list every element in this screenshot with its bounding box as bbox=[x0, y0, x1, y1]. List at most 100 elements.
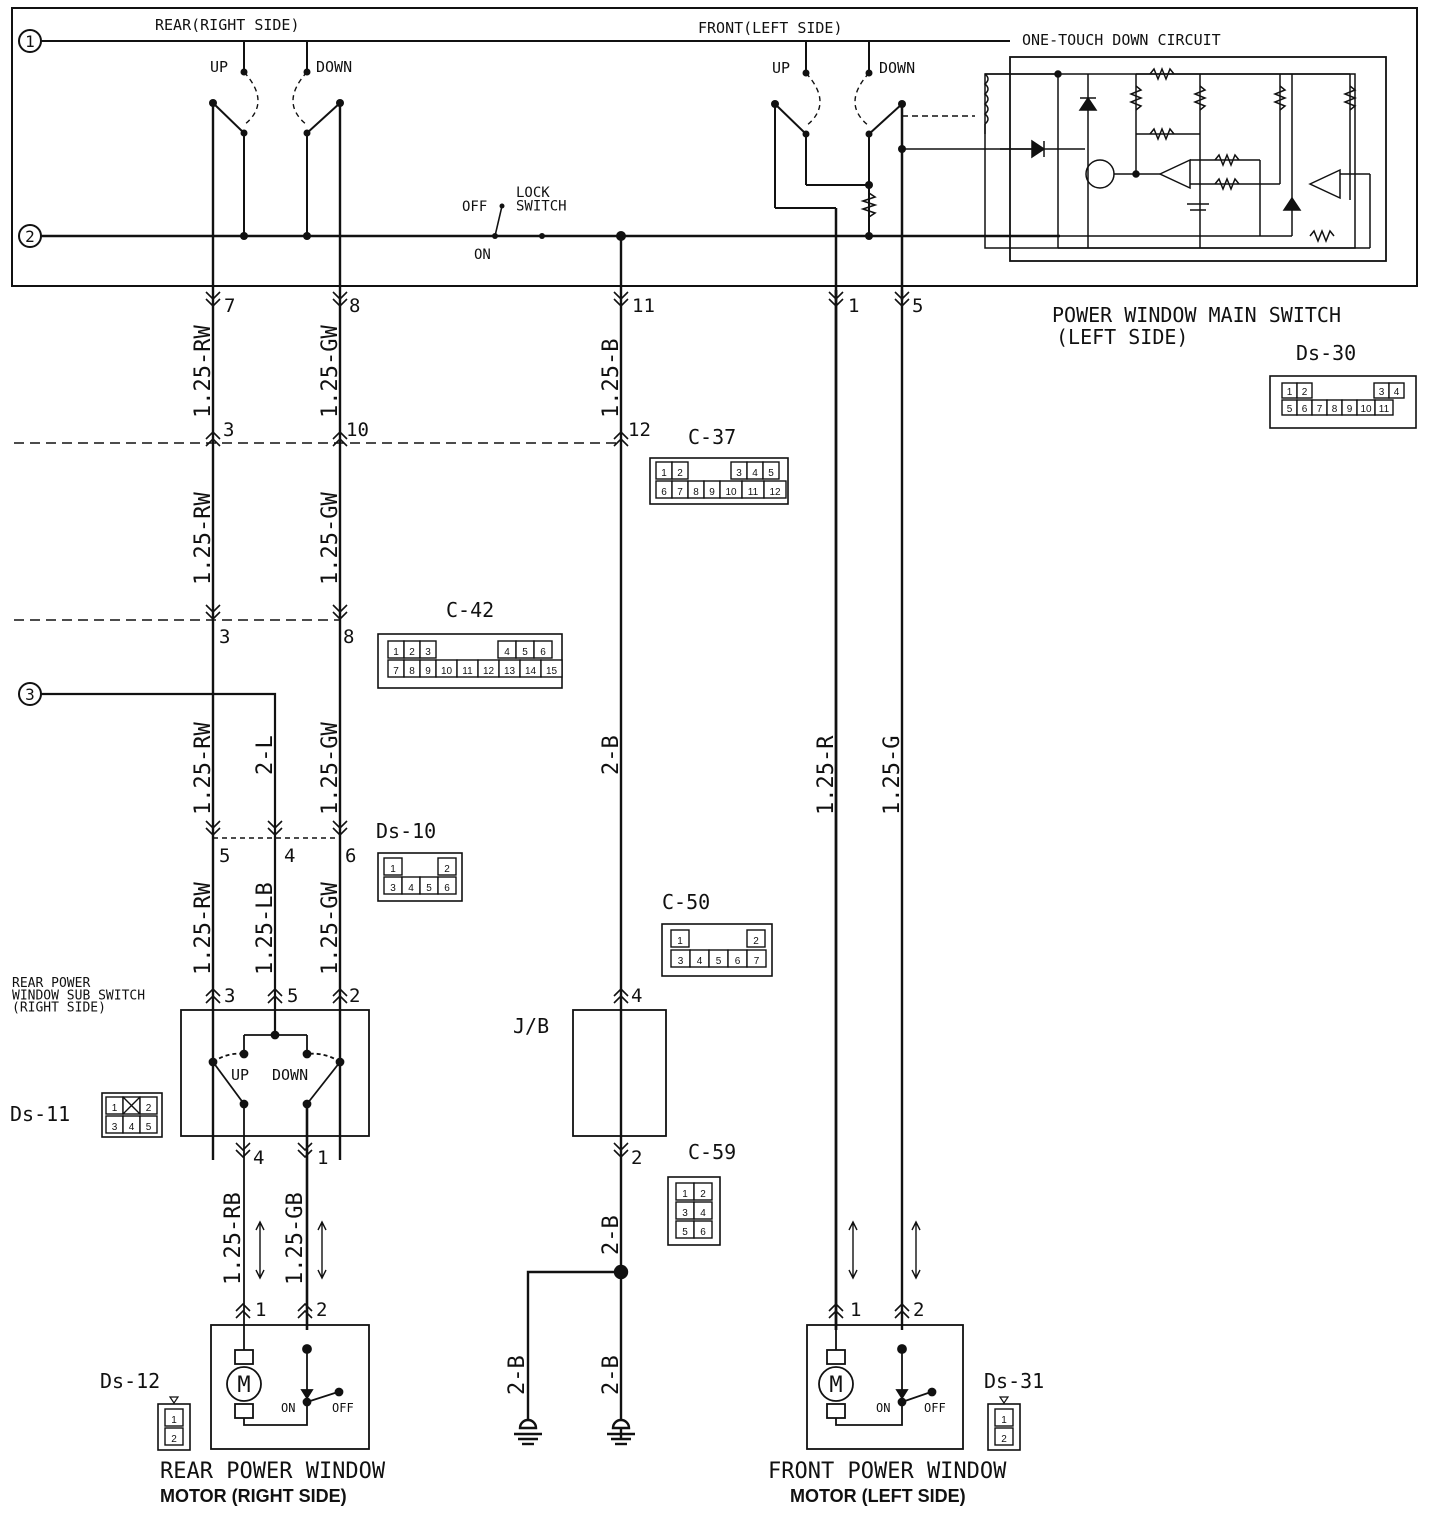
connector-pin-label: 7 bbox=[1317, 404, 1323, 415]
connector-pin-label: 1 bbox=[390, 864, 396, 875]
svg-text:4: 4 bbox=[253, 1147, 264, 1169]
connector-pin-label: 3 bbox=[425, 647, 431, 658]
connector-pin-label: 6 bbox=[540, 647, 546, 658]
rear-switch bbox=[209, 41, 344, 240]
connector-pin-label: 5 bbox=[682, 1227, 688, 1238]
connector-frame bbox=[377, 852, 463, 902]
rear-switch-down: DOWN bbox=[316, 58, 352, 76]
connector-pin-label: 3 bbox=[112, 1122, 118, 1133]
connector-cell bbox=[540, 659, 563, 678]
front-switch-up: UP bbox=[772, 59, 790, 77]
connector-cell bbox=[746, 929, 766, 948]
connector-pin-label: 2 bbox=[409, 647, 415, 658]
front-motor-label: FRONT POWER WINDOW bbox=[768, 1459, 1007, 1484]
lock-switch-on: ON bbox=[474, 247, 491, 263]
main-switch-title: POWER WINDOW MAIN SWITCH bbox=[1052, 303, 1341, 327]
ds31-connector-face: 12 bbox=[987, 1396, 1021, 1451]
ds12-connector-face: 12 bbox=[157, 1396, 191, 1451]
connector-key bbox=[998, 1396, 1010, 1405]
connector-cell bbox=[670, 929, 690, 948]
connector-pin-label: 6 bbox=[1302, 404, 1308, 415]
connector-pin-label: 2 bbox=[171, 1434, 177, 1445]
connector-pin-label: 6 bbox=[700, 1227, 706, 1238]
connector-cell bbox=[139, 1096, 158, 1115]
rear-motor-box bbox=[210, 1324, 370, 1450]
connector-pin-label: 3 bbox=[678, 956, 684, 967]
connector-pin-label: 3 bbox=[736, 468, 742, 479]
junction-block-label: J/B bbox=[513, 1014, 549, 1038]
connector-pin-label: 14 bbox=[525, 666, 537, 677]
connector-cell bbox=[164, 1408, 184, 1427]
wire-l bbox=[41, 692, 277, 1035]
connector-cell bbox=[164, 1427, 184, 1446]
one-touch-circuit bbox=[983, 66, 1371, 249]
connector-pin-label: 10 bbox=[1360, 404, 1372, 415]
connector-cell bbox=[763, 480, 787, 499]
svg-text:1.25-GW: 1.25-GW bbox=[318, 882, 343, 975]
lock-switch-off: OFF bbox=[462, 199, 487, 215]
svg-text:3: 3 bbox=[25, 685, 35, 704]
ground-branch bbox=[514, 1264, 635, 1446]
main-switch-pin-1: 1 bbox=[848, 295, 859, 317]
connector-cell bbox=[671, 461, 689, 480]
connector-pin-label: 2 bbox=[700, 1189, 706, 1200]
rear-motor-off: OFF bbox=[332, 1401, 354, 1415]
connector-pin-label: 4 bbox=[697, 956, 703, 967]
c59-label: C-59 bbox=[688, 1140, 736, 1164]
connector-pin-label: 2 bbox=[677, 468, 683, 479]
svg-text:2: 2 bbox=[316, 1299, 327, 1321]
rear-motor-label: REAR POWER WINDOW bbox=[160, 1459, 386, 1484]
ds12-label: Ds-12 bbox=[100, 1369, 160, 1393]
connector-cell bbox=[437, 857, 457, 876]
main-switch-pin-11: 11 bbox=[632, 295, 655, 317]
svg-text:5: 5 bbox=[287, 985, 298, 1007]
connector-pin-label: 9 bbox=[425, 666, 431, 677]
connector-cell bbox=[139, 1115, 158, 1134]
c42-label: C-42 bbox=[446, 598, 494, 622]
rear-sub-switch-box bbox=[180, 1009, 370, 1137]
connector-cell bbox=[746, 949, 767, 968]
connector-cell bbox=[1388, 382, 1405, 399]
svg-text:2: 2 bbox=[913, 1299, 924, 1321]
svg-text:1: 1 bbox=[850, 1299, 861, 1321]
svg-text:3: 3 bbox=[223, 419, 234, 441]
connector-cell bbox=[419, 640, 437, 659]
front-switch bbox=[771, 41, 1085, 300]
connector-frame bbox=[667, 1176, 721, 1246]
svg-text:1.25-GW: 1.25-GW bbox=[318, 492, 343, 585]
svg-text:2-B: 2-B bbox=[505, 1355, 530, 1395]
c37-label: C-37 bbox=[688, 425, 736, 449]
connector-pin-label: 1 bbox=[661, 468, 667, 479]
svg-text:2: 2 bbox=[25, 227, 35, 246]
connector-pin-label: 4 bbox=[1394, 387, 1400, 398]
front-motor-on: ON bbox=[876, 1401, 890, 1415]
connector-cell bbox=[994, 1427, 1014, 1446]
rear-motor-sublabel: MOTOR (RIGHT SIDE) bbox=[160, 1486, 347, 1506]
svg-text:2-B: 2-B bbox=[599, 1215, 624, 1255]
svg-text:2: 2 bbox=[631, 1147, 642, 1169]
svg-text:1.25-RB: 1.25-RB bbox=[221, 1192, 246, 1285]
connector-cell bbox=[693, 1201, 713, 1220]
connector-pin-label: 6 bbox=[444, 883, 450, 894]
main-switch-pin-7: 7 bbox=[224, 295, 235, 317]
svg-text:2-L: 2-L bbox=[253, 735, 278, 775]
connector-cell bbox=[383, 857, 403, 876]
blocked-cell-cross bbox=[122, 1096, 141, 1115]
connector-pin-label: 1 bbox=[171, 1415, 177, 1426]
connector-pin-label: 6 bbox=[661, 487, 667, 498]
connector-cell bbox=[1296, 382, 1313, 399]
connector-pin-label: 5 bbox=[716, 956, 722, 967]
connector-cell bbox=[693, 1220, 713, 1239]
circle-marker-1: 1 bbox=[18, 29, 42, 53]
svg-text:5: 5 bbox=[219, 845, 230, 867]
svg-text:6: 6 bbox=[345, 845, 356, 867]
ds10-label: Ds-10 bbox=[376, 819, 436, 843]
svg-text:1.25-GB: 1.25-GB bbox=[283, 1192, 308, 1285]
rear-motor-symbol: M bbox=[237, 1373, 250, 1398]
movement-arrows bbox=[255, 1220, 921, 1280]
connector-pin-label: 5 bbox=[1287, 404, 1293, 415]
